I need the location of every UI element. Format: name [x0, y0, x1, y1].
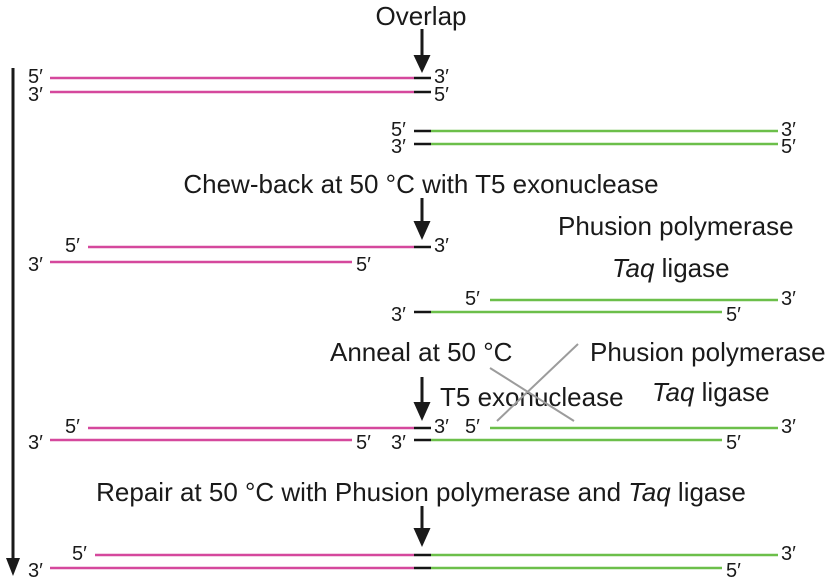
step-label-repair: Repair at 50 °C with Phusion polymerase … — [96, 477, 746, 507]
ligase-species-italic: Taq — [628, 477, 671, 507]
end-label-5prime: 5′ — [781, 136, 796, 158]
end-label-3prime: 3′ — [434, 235, 449, 257]
chew-back-polymerase-label: Phusion polymerase — [558, 211, 794, 241]
cross-out-mark — [489, 343, 579, 422]
chewed-fragment-b: 5′ 3′ 3′ 5′ — [391, 288, 796, 326]
end-label-5prime: 5′ — [726, 304, 741, 326]
end-label-3prime: 3′ — [434, 416, 449, 438]
overlap-arrowhead — [413, 55, 431, 73]
chew-back-ligase-label: Taq ligase — [612, 253, 730, 283]
anneal-polymerase-label: Phusion polymerase — [590, 337, 826, 367]
end-label-3prime: 3′ — [781, 119, 796, 141]
ligase-word: ligase — [671, 477, 746, 507]
anneal-ligase-label: Taq ligase — [652, 377, 770, 407]
timeline-arrowhead — [6, 558, 20, 576]
ligase-word: ligase — [694, 377, 769, 407]
end-label-5prime: 5′ — [391, 119, 406, 141]
step-label-overlap: Overlap — [375, 1, 466, 31]
repaired-product: 5′ 3′ 3′ 5′ — [28, 543, 796, 580]
end-label-5prime: 5′ — [356, 254, 371, 276]
end-label-5prime: 5′ — [465, 288, 480, 310]
cross-out-stroke — [489, 367, 575, 422]
ligase-word: ligase — [654, 253, 729, 283]
step-label-chew-back: Chew-back at 50 °C with T5 exonuclease — [183, 169, 658, 199]
anneal-arrow — [413, 377, 431, 421]
end-label-5prime: 5′ — [726, 432, 741, 454]
end-label-3prime: 3′ — [391, 432, 406, 454]
timeline-arrow — [6, 68, 20, 576]
end-label-5prime: 5′ — [356, 432, 371, 454]
step-label-anneal: Anneal at 50 °C — [330, 337, 512, 367]
end-label-3prime: 3′ — [391, 136, 406, 158]
end-label-3prime: 3′ — [781, 416, 796, 438]
end-label-3prime: 3′ — [781, 288, 796, 310]
end-label-5prime: 5′ — [434, 84, 449, 106]
repair-arrowhead — [413, 528, 431, 547]
end-label-5prime: 5′ — [28, 66, 43, 88]
chew-back-arrow — [413, 198, 431, 240]
ligase-species-italic: Taq — [612, 253, 655, 283]
end-label-3prime: 3′ — [28, 84, 43, 106]
step-label-chew-back-text: Chew-back at 50 °C with T5 exonuclease — [183, 169, 658, 199]
annealed-fragment-a: 5′ 3′ 3′ 5′ — [28, 416, 449, 454]
repair-arrow — [413, 506, 431, 547]
initial-fragment-a: 5′ 3′ 3′ 5′ — [28, 66, 449, 106]
inactivated-exonuclease-text: T5 exonuclease — [440, 382, 624, 412]
step-label-overlap-text: Overlap — [375, 1, 466, 31]
chewed-fragment-a: 5′ 3′ 3′ 5′ — [28, 235, 449, 276]
end-label-3prime: 3′ — [391, 304, 406, 326]
end-label-3prime: 3′ — [781, 543, 796, 565]
chew-back-polymerase-text: Phusion polymerase — [558, 211, 794, 241]
end-label-5prime: 5′ — [65, 235, 80, 257]
end-label-3prime: 3′ — [28, 254, 43, 276]
end-label-5prime: 5′ — [72, 543, 87, 565]
anneal-polymerase-text: Phusion polymerase — [590, 337, 826, 367]
end-label-3prime: 3′ — [28, 432, 43, 454]
end-label-3prime: 3′ — [28, 560, 43, 580]
step-label-anneal-text: Anneal at 50 °C — [330, 337, 512, 367]
end-label-5prime: 5′ — [65, 416, 80, 438]
inactivated-exonuclease-label: T5 exonuclease — [440, 382, 624, 412]
end-label-5prime: 5′ — [465, 416, 480, 438]
annealed-fragment-b: 5′ 3′ 3′ 5′ — [391, 416, 796, 454]
initial-fragment-b: 5′ 3′ 3′ 5′ — [391, 119, 796, 158]
overlap-arrow — [413, 29, 431, 73]
step-label-repair-text: Repair at 50 °C with Phusion polymerase … — [96, 477, 628, 507]
ligase-species-italic: Taq — [652, 377, 695, 407]
end-label-5prime: 5′ — [726, 560, 741, 580]
anneal-arrowhead — [413, 402, 431, 421]
chew-back-arrowhead — [413, 221, 431, 240]
end-label-3prime: 3′ — [434, 66, 449, 88]
cross-out-stroke — [496, 343, 579, 422]
